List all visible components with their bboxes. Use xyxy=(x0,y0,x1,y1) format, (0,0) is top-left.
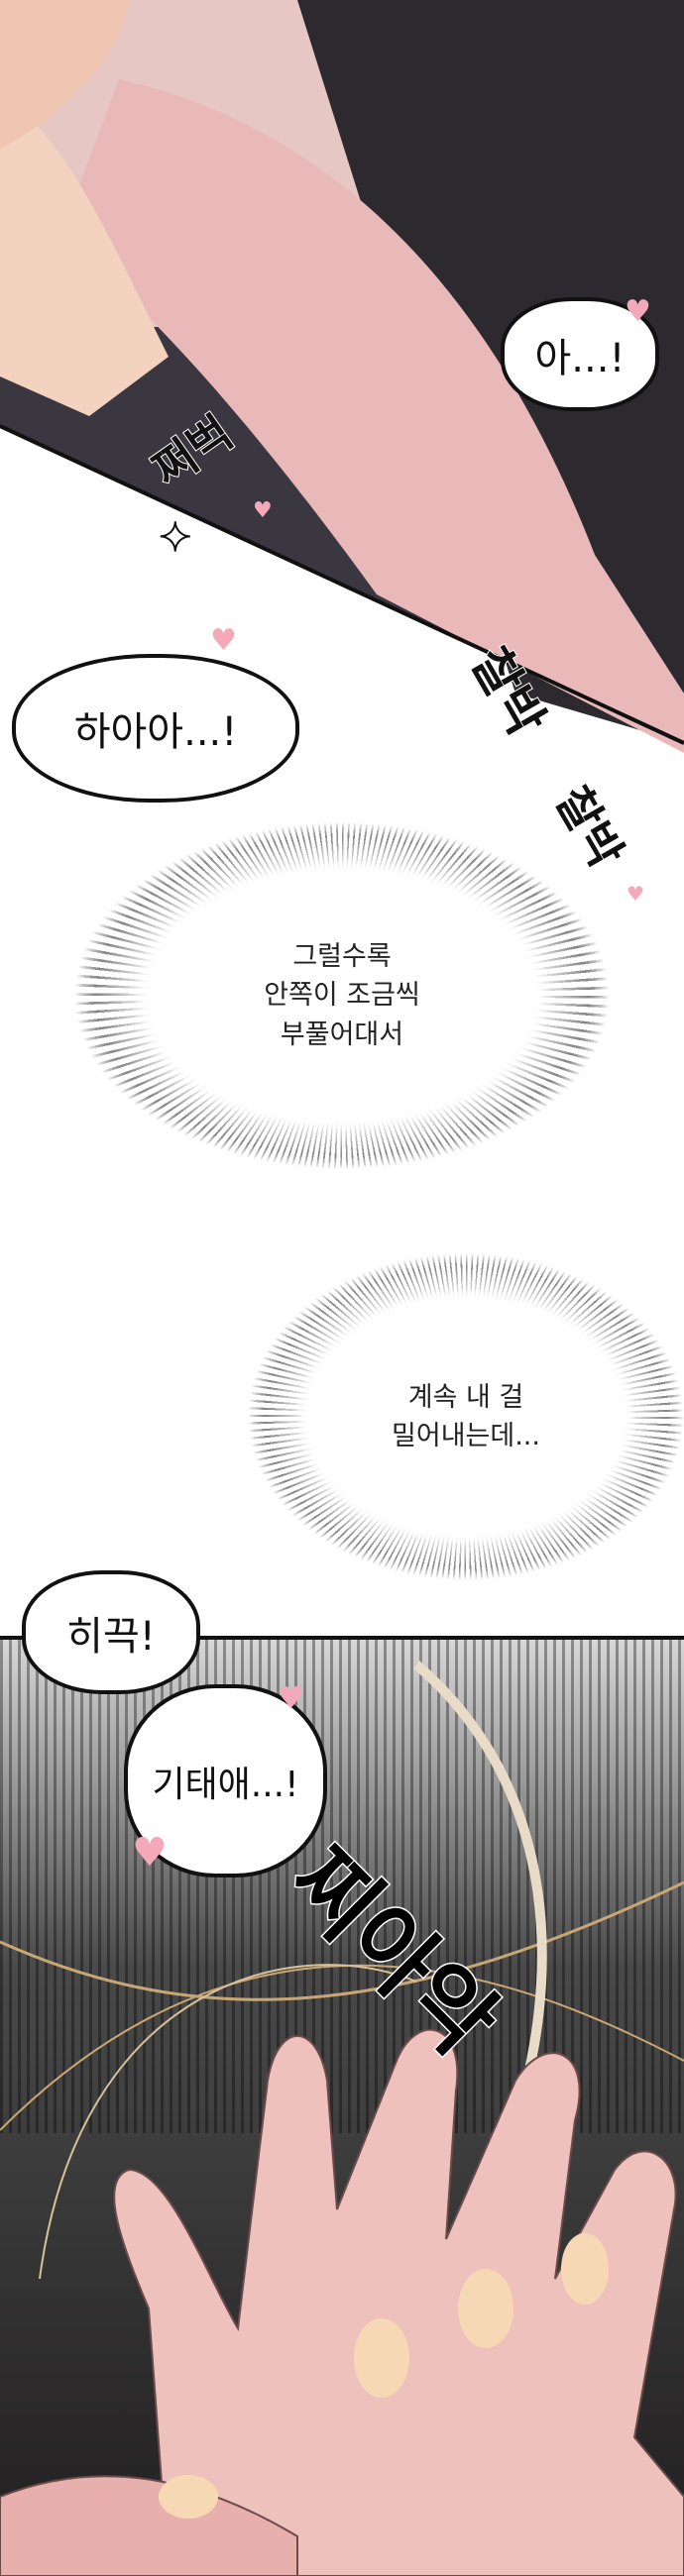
narration-line: 계속 내 걸 xyxy=(407,1381,524,1413)
panel-1-art xyxy=(0,0,684,753)
speech-bubble-name: 기태애...! xyxy=(124,1684,327,1878)
speech-text: 아...! xyxy=(534,335,626,381)
heart-icon: ♥ xyxy=(210,623,237,658)
heart-icon: ♥ xyxy=(132,1830,168,1876)
speech-text: 기태애...! xyxy=(152,1764,299,1805)
heart-icon: ♥ xyxy=(253,498,273,523)
narration-line: 부풀어대서 xyxy=(280,1019,404,1050)
heart-icon: ♥ xyxy=(625,294,651,329)
speech-bubble-haa: 하아아...! xyxy=(12,654,299,803)
narration-box-1: 그럴수록 안쪽이 조금씩 부풀어대서 xyxy=(74,822,610,1169)
speech-bubble-hiccup: 히끅! xyxy=(22,1570,200,1694)
speech-text: 하아아...! xyxy=(73,709,238,755)
narration-line: 밀어내는데... xyxy=(392,1421,540,1451)
heart-icon: ♥ xyxy=(627,882,644,906)
speech-text: 히끅! xyxy=(66,1613,156,1660)
narration-box-2: 계속 내 걸 밀어내는데... xyxy=(248,1253,684,1580)
narration-line: 안쪽이 조금씩 xyxy=(264,980,420,1012)
narration-line: 그럴수록 xyxy=(292,941,392,973)
sfx-squeeze: 찌아악 xyxy=(267,1826,517,2077)
sparkle-icon: ✦ xyxy=(158,514,192,562)
speech-bubble-a: 아...! xyxy=(501,297,659,411)
heart-icon: ♥ xyxy=(278,1681,304,1716)
